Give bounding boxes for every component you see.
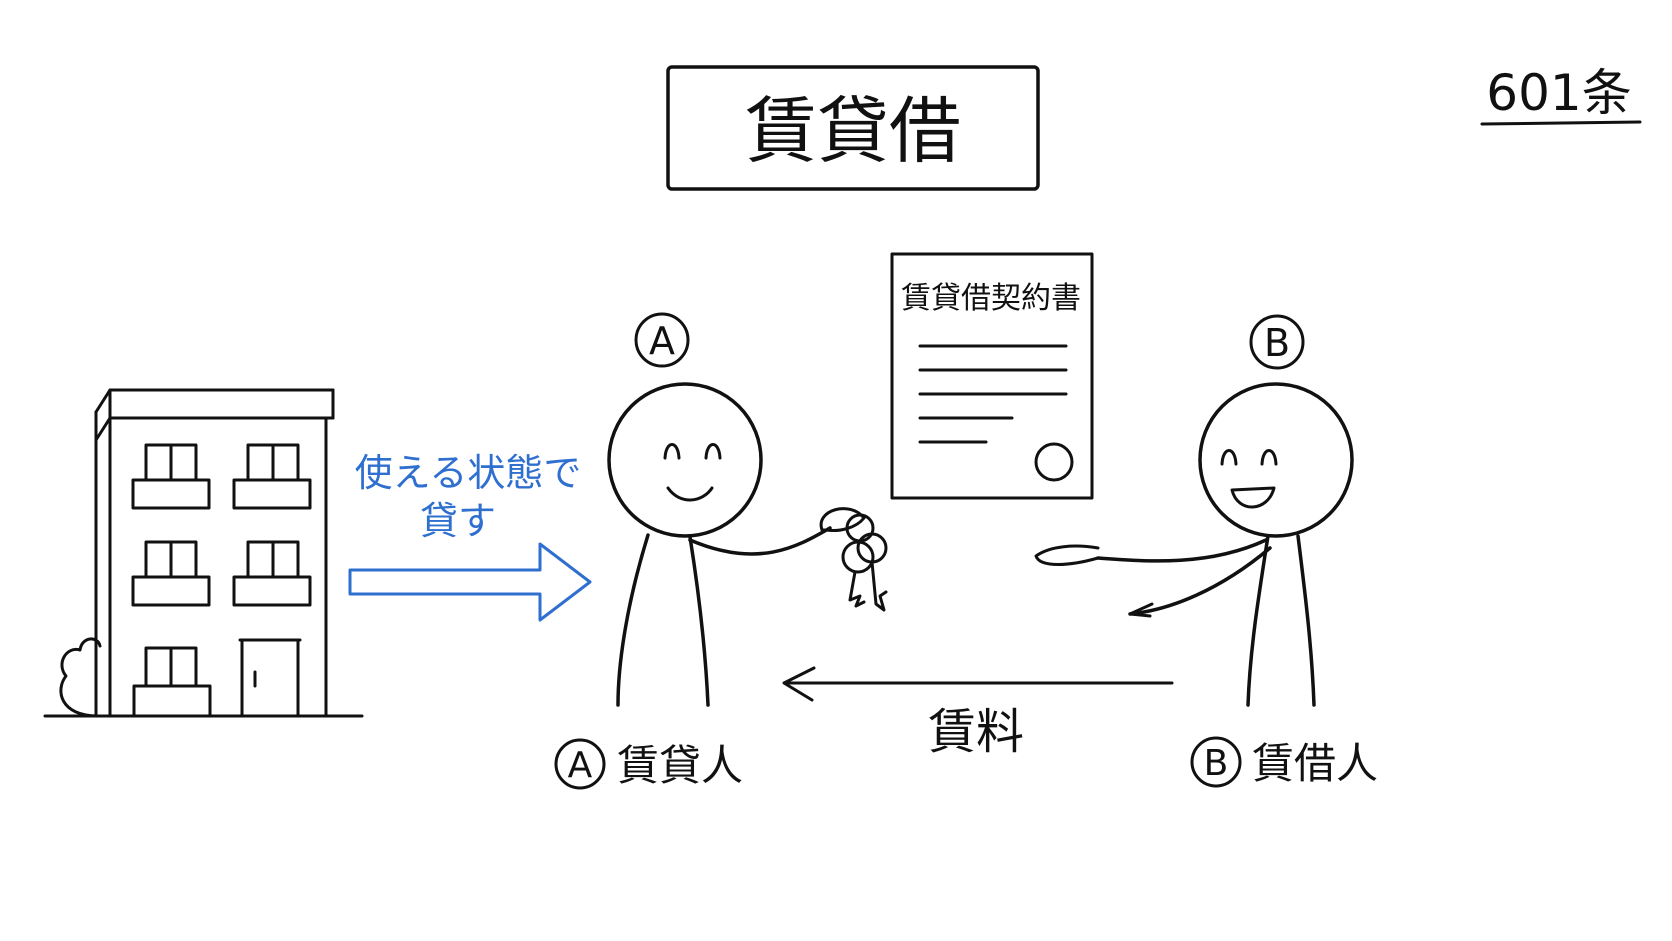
rent-label: 賃料 <box>928 704 1024 760</box>
building-illustration <box>43 388 364 718</box>
right-arrow-icon <box>348 542 592 622</box>
contract-title: 賃貸借契約書 <box>901 281 1081 316</box>
lessee-label: 賃借人 <box>1252 739 1378 788</box>
lend-arrow-text-line2: 貸す <box>420 499 496 543</box>
caption-marker-a-icon <box>554 738 606 790</box>
contract-document: 賃貸借契約書 <box>890 252 1094 500</box>
marker-b-icon <box>1249 314 1305 370</box>
marker-a-icon <box>634 312 690 368</box>
person-a-head <box>607 382 763 538</box>
lend-arrow: 使える状態で 貸す <box>348 451 592 622</box>
person-a: A <box>607 312 888 707</box>
rent-arrow: 賃料 <box>782 666 1174 760</box>
marker-a-letter: A <box>649 319 675 363</box>
marker-b-letter: B <box>1264 321 1290 365</box>
caption-marker-a-letter: A <box>568 745 593 786</box>
article-number: 601条 <box>1486 64 1631 122</box>
lend-arrow-text-line1: 使える状態で <box>355 451 582 495</box>
window-icon <box>132 646 212 718</box>
title-box: 賃貸借 <box>666 65 1040 191</box>
window-icon <box>131 443 211 510</box>
door-icon <box>238 638 302 718</box>
keys-icon <box>841 513 888 612</box>
left-arrow-icon <box>782 666 816 702</box>
lessor-label: 賃貸人 <box>617 741 743 790</box>
window-icon <box>232 443 312 510</box>
seal-icon <box>1034 442 1074 482</box>
bush-icon <box>59 637 102 718</box>
page-title: 賃貸借 <box>745 89 961 173</box>
caption-marker-b-icon <box>1190 736 1242 788</box>
window-icon <box>232 540 312 607</box>
window-icon <box>131 540 211 607</box>
person-b-head <box>1198 382 1354 538</box>
party-a-caption: A 賃貸人 <box>554 738 743 790</box>
caption-marker-b-letter: B <box>1204 743 1229 784</box>
article-reference: 601条 <box>1480 64 1642 126</box>
party-b-caption: B 賃借人 <box>1190 736 1378 788</box>
person-b: B <box>1034 314 1354 707</box>
